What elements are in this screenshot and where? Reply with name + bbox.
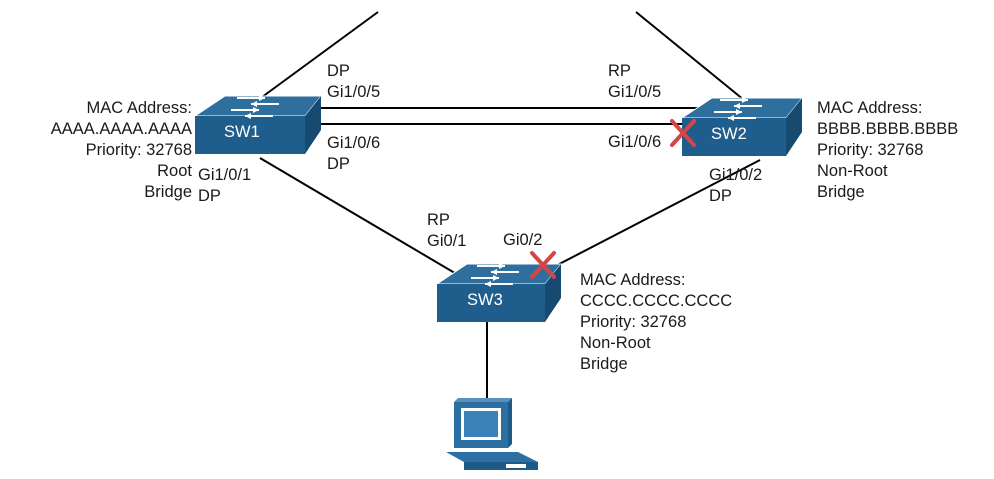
links [257, 11, 761, 400]
sw2-gi102-label: Gi1/0/2 DP [709, 165, 762, 207]
blocked-port-icon-sw2-gi106 [670, 119, 696, 147]
sw1-gi106-label: Gi1/0/6 DP [327, 133, 380, 175]
sw2-gi105-label: RP Gi1/0/5 [608, 61, 661, 103]
sw2-info: MAC Address: BBBB.BBBB.BBBB Priority: 32… [817, 98, 958, 203]
sw1-switch-icon [193, 94, 323, 154]
sw3-role-line2: Bridge [580, 355, 628, 373]
sw1-mac: AAAA.AAAA.AAAA [50, 120, 192, 138]
sw1-gi101-port: Gi1/0/1 [198, 166, 252, 184]
uplink-sw2 [635, 11, 745, 101]
sw1-gi105-role: DP [327, 62, 350, 80]
sw2-switch-icon [680, 96, 804, 156]
sw2-mac: BBBB.BBBB.BBBB [817, 120, 959, 138]
sw1-role-line1: Root [157, 162, 192, 180]
sw1-priority: Priority: 32768 [85, 141, 192, 159]
sw3-gi01-port: Gi0/1 [427, 232, 467, 250]
sw3-role-line1: Non-Root [580, 334, 651, 352]
sw3-switch-icon [435, 262, 563, 322]
sw3-name: SW3 [467, 291, 503, 309]
sw2-gi105-role: RP [608, 62, 631, 80]
sw1-role-line2: Bridge [144, 183, 192, 201]
sw3-gi01-label: RP Gi0/1 [427, 210, 466, 252]
link-sw1-sw3 [259, 157, 471, 283]
sw1-gi101-label: Gi1/0/1 DP [198, 165, 251, 207]
sw2-priority: Priority: 32768 [817, 141, 924, 159]
sw1-gi105-label: DP Gi1/0/5 [327, 61, 380, 103]
sw1-info: MAC Address: AAAA.AAAA.AAAA Priority: 32… [20, 98, 192, 203]
pc-icon [446, 398, 538, 470]
sw2-mac-label: MAC Address: [817, 99, 923, 117]
sw3-info: MAC Address: CCCC.CCCC.CCCC Priority: 32… [580, 270, 732, 375]
sw1-gi105-port: Gi1/0/5 [327, 83, 381, 101]
sw3-mac: CCCC.CCCC.CCCC [580, 292, 733, 310]
sw2-gi102-role: DP [709, 187, 732, 205]
sw2-role-line2: Bridge [817, 183, 865, 201]
sw2-gi105-port: Gi1/0/5 [608, 83, 662, 101]
sw3-mac-label: MAC Address: [580, 271, 686, 289]
uplink-sw1 [257, 11, 379, 101]
sw2-gi102-port: Gi1/0/2 [709, 166, 763, 184]
blocked-port-icon-sw3-gi02 [530, 251, 556, 279]
link-sw2-sw3 [539, 159, 761, 275]
sw2-role-line1: Non-Root [817, 162, 888, 180]
sw1-gi106-role: DP [327, 155, 350, 173]
sw3-gi02-port: Gi0/2 [503, 231, 543, 249]
sw2-gi106-port: Gi1/0/6 [608, 133, 662, 151]
sw3-priority: Priority: 32768 [580, 313, 687, 331]
sw3-gi01-role: RP [427, 211, 450, 229]
sw1-mac-label: MAC Address: [86, 99, 192, 117]
sw1-name: SW1 [224, 123, 260, 141]
sw2-name: SW2 [711, 125, 747, 143]
sw1-gi101-role: DP [198, 187, 221, 205]
sw1-gi106-port: Gi1/0/6 [327, 134, 381, 152]
